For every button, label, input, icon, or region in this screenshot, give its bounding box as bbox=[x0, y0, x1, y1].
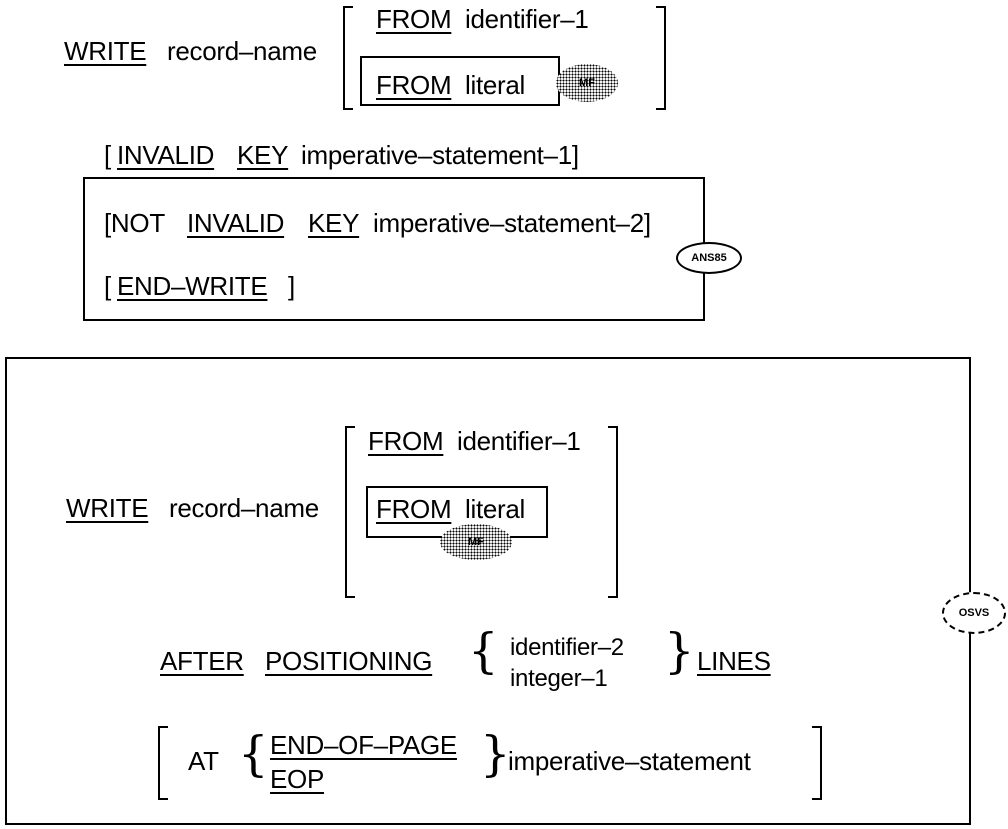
left-bracket bbox=[343, 6, 353, 110]
right-bracket bbox=[656, 6, 666, 110]
osvs-badge: OSVS bbox=[942, 592, 1006, 634]
identifier-2: identifier–2 bbox=[510, 634, 624, 661]
osvs-box bbox=[5, 357, 971, 825]
literal: literal bbox=[465, 494, 526, 524]
end-write-keyword: END–WRITE bbox=[117, 271, 268, 301]
left-bracket bbox=[158, 726, 168, 800]
left-bracket bbox=[345, 426, 355, 598]
right-bracket bbox=[608, 426, 618, 598]
imperative-statement-2: imperative–statement–2] bbox=[373, 208, 651, 238]
integer-1: integer–1 bbox=[510, 665, 608, 692]
invalid-keyword: INVALID bbox=[187, 208, 285, 238]
key-keyword: KEY bbox=[237, 140, 289, 170]
bracket-open: [ bbox=[104, 271, 111, 301]
not-keyword: [NOT bbox=[104, 208, 165, 238]
write-keyword: WRITE bbox=[64, 36, 147, 66]
write-keyword: WRITE bbox=[66, 493, 149, 523]
key-keyword: KEY bbox=[308, 208, 360, 238]
record-name: record–name bbox=[169, 493, 319, 523]
bracket-open: [ bbox=[104, 140, 111, 170]
lines-keyword: LINES bbox=[697, 646, 771, 676]
imperative-statement: imperative–statement bbox=[508, 746, 751, 776]
from-keyword: FROM bbox=[376, 4, 452, 34]
record-name: record–name bbox=[167, 36, 317, 66]
from-keyword: FROM bbox=[368, 426, 444, 456]
invalid-keyword: INVALID bbox=[117, 140, 215, 170]
left-curly-brace: { bbox=[468, 623, 499, 679]
ans85-badge: ANS85 bbox=[676, 242, 742, 274]
at-keyword: AT bbox=[188, 746, 219, 776]
from-keyword: FROM bbox=[376, 494, 452, 524]
left-curly-brace: { bbox=[238, 726, 269, 782]
from-keyword: FROM bbox=[376, 70, 452, 100]
after-keyword: AFTER bbox=[160, 646, 244, 676]
right-curly-brace: } bbox=[664, 623, 695, 679]
identifier-1: identifier–1 bbox=[457, 426, 581, 456]
end-of-page-keyword: END–OF–PAGE bbox=[270, 730, 457, 760]
bracket-close: ] bbox=[288, 271, 295, 301]
literal: literal bbox=[465, 70, 526, 100]
identifier-1: identifier–1 bbox=[465, 4, 589, 34]
eop-keyword: EOP bbox=[270, 764, 325, 794]
mf-badge: MF bbox=[556, 64, 618, 102]
right-bracket bbox=[812, 726, 822, 800]
positioning-keyword: POSITIONING bbox=[265, 646, 433, 676]
imperative-statement-1: imperative–statement–1] bbox=[301, 140, 579, 170]
mf-badge: MF bbox=[440, 524, 512, 560]
right-curly-brace: } bbox=[480, 726, 511, 782]
